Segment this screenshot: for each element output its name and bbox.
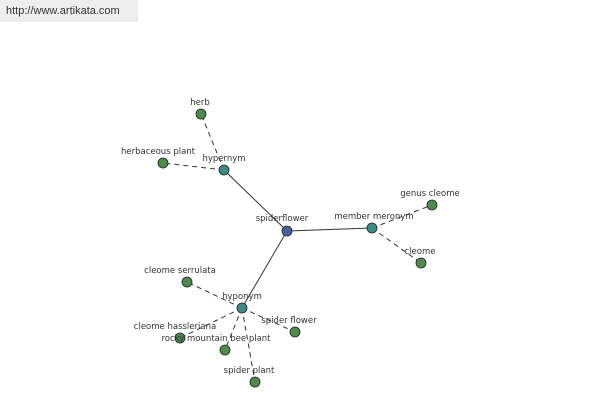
edge-herb <box>200 113 225 171</box>
label-member-meronym[interactable]: member meronym <box>334 212 413 222</box>
edge-hyponym <box>241 230 288 309</box>
label-cleome[interactable]: cleome <box>405 247 436 257</box>
label-herbaceous-plant[interactable]: herbaceous plant <box>121 147 196 157</box>
label-spider-flower[interactable]: spider flower <box>261 316 317 326</box>
label-rocky-mountain-bee-plant[interactable]: rocky mountain bee plant <box>161 334 271 344</box>
label-herb[interactable]: herb <box>190 98 210 108</box>
edge-rocky-mountain-bee-plant <box>224 307 243 351</box>
node-spider-plant[interactable] <box>249 376 261 388</box>
label-cleome-serrulata[interactable]: cleome serrulata <box>144 266 216 276</box>
node-spider-flower[interactable] <box>289 326 301 338</box>
edge-cleome-serrulata <box>186 281 243 309</box>
label-genus-cleome[interactable]: genus cleome <box>400 189 460 199</box>
edge-spider-flower <box>241 307 296 333</box>
edge-spider-plant <box>241 307 256 383</box>
edge-genus-cleome <box>371 204 433 229</box>
node-hyponym[interactable] <box>236 302 248 314</box>
node-member-meronym[interactable] <box>366 222 378 234</box>
edge-member-meronym <box>286 227 373 232</box>
label-cleome-hassleriana[interactable]: cleome hassleriana <box>134 322 216 332</box>
node-cleome-serrulata[interactable] <box>181 276 193 288</box>
source-url[interactable]: http://www.artikata.com <box>0 0 138 22</box>
labels: spiderflower hypernym herb herbaceous plant… <box>121 98 460 376</box>
edges <box>162 113 433 383</box>
edge-cleome <box>371 227 422 264</box>
label-spider-plant[interactable]: spider plant <box>224 366 275 376</box>
node-cleome[interactable] <box>415 257 427 269</box>
node-center[interactable] <box>281 225 293 237</box>
edge-cleome-hassleriana <box>179 307 243 339</box>
label-hyponym[interactable]: hyponym <box>222 292 262 302</box>
nodes <box>157 108 438 388</box>
label-hypernym[interactable]: hypernym <box>202 154 245 164</box>
node-genus-cleome[interactable] <box>426 199 438 211</box>
node-rocky-mountain-bee-plant[interactable] <box>219 344 231 356</box>
node-hypernym[interactable] <box>218 164 230 176</box>
label-center[interactable]: spiderflower <box>256 214 309 224</box>
node-herbaceous-plant[interactable] <box>157 157 169 169</box>
node-cleome-hassleriana[interactable] <box>174 332 186 344</box>
edge-hypernym <box>223 169 288 232</box>
edge-herbaceous-plant <box>162 162 225 171</box>
node-herb[interactable] <box>195 108 207 120</box>
